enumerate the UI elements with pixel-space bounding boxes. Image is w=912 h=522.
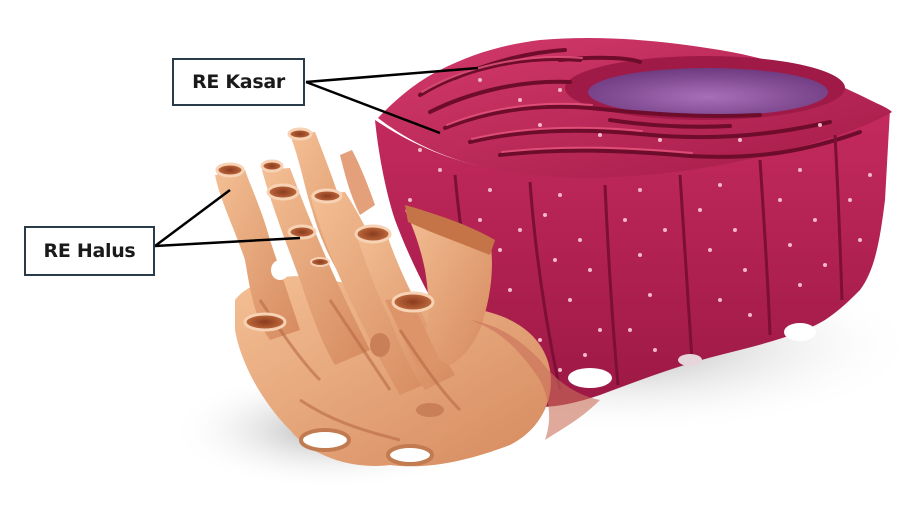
smooth-er-loop [416,403,444,417]
tube-opening [287,224,317,240]
tube-opening [215,162,245,178]
cisterna-opening [678,354,702,366]
smooth-er-loop [386,444,434,466]
smooth-er-fold [340,150,375,215]
leader-line-smooth-2 [154,236,301,248]
label-rough-er: RE Kasar [172,58,305,106]
leader-line-rough-2 [305,80,441,135]
tube-opening [391,291,435,313]
tube-opening [310,257,330,267]
smooth-er-flared-tube [405,205,495,255]
label-smooth-er: RE Halus [24,226,155,276]
cisterna-opening [784,323,816,341]
leader-lines [154,66,479,248]
smooth-er-tube [385,298,440,370]
smooth-er-loop [299,428,351,452]
smooth-er-tube [215,170,300,340]
leader-line-smooth-1 [154,188,231,248]
cisterna-opening [568,368,612,388]
smooth-er-loop [271,260,289,280]
smooth-er-tube [405,210,492,365]
leader-line-rough-1 [305,66,479,84]
tube-opening [260,159,284,173]
tube-opening [287,127,313,141]
tube-opening [311,188,343,204]
smooth-er [215,127,600,467]
er-transition [470,320,600,440]
tube-opening [243,312,287,332]
tube-opening [354,224,392,244]
tube-opening [266,183,300,201]
smooth-er-loop [370,333,390,357]
nucleus [588,68,828,116]
